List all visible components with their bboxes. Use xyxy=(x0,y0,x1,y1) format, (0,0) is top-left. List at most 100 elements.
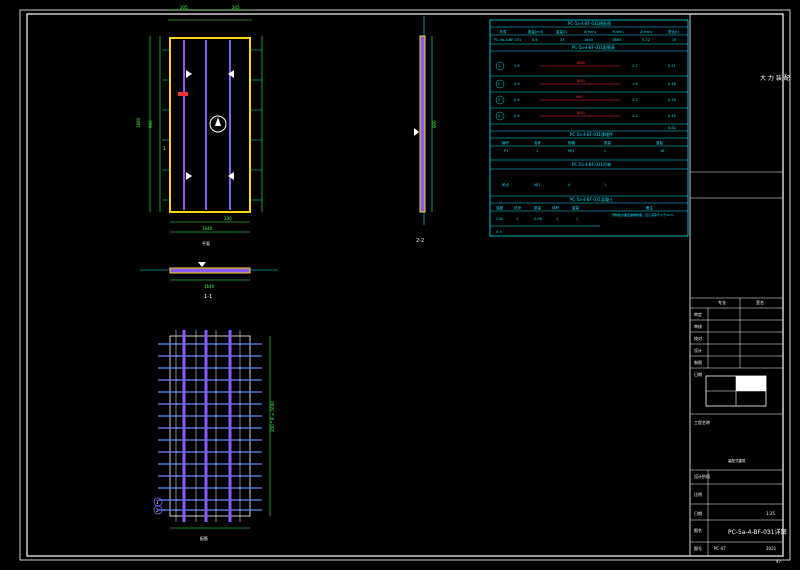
titleblock-sign-rows: 审定 审核 校对 设计 制图 日期 xyxy=(690,298,783,377)
svg-text:4 8: 4 8 xyxy=(514,64,520,68)
svg-text:1640: 1640 xyxy=(576,79,585,83)
plan-dim-side-a: 1680 xyxy=(136,117,141,128)
orientation-arrow-icon xyxy=(209,115,227,133)
sheet-number: 47 xyxy=(776,559,782,564)
svg-text:1: 1 xyxy=(516,217,518,221)
lift-point-icon xyxy=(186,70,192,78)
svg-text:960: 960 xyxy=(576,95,583,99)
svg-text:P1: P1 xyxy=(504,149,508,153)
svg-text:抗渗: 抗渗 xyxy=(514,205,522,210)
rebar-bubble-2: 2 xyxy=(156,508,159,513)
orientation-arrow-head-icon xyxy=(215,117,221,126)
svg-text:体积: 体积 xyxy=(552,205,560,210)
svg-text:0.46: 0.46 xyxy=(668,82,676,86)
section-2-2: 660 2-2 xyxy=(414,16,437,244)
svg-text:0.51: 0.51 xyxy=(668,64,676,68)
svg-text:备注: 备注 xyxy=(646,205,654,210)
svg-text:构件: 构件 xyxy=(500,29,508,34)
svg-text:吊点: 吊点 xyxy=(502,182,510,187)
table5-title: PC-5a-4-BF-031混凝土 xyxy=(570,196,613,202)
rebar-bubble-1: 1 xyxy=(156,500,159,505)
svg-text:2: 2 xyxy=(604,149,606,153)
svg-text:16: 16 xyxy=(660,149,664,153)
lift-point-icon xyxy=(186,172,192,180)
table3-rows: 编号 名称 规格 数量 重量 P1 1 MJ1 2 16 xyxy=(490,140,688,153)
logo-block xyxy=(736,376,766,391)
svg-text:重量: 重量 xyxy=(656,140,664,145)
svg-text:PC-5a-4-BF-031: PC-5a-4-BF-031 xyxy=(494,38,521,42)
rebar-bubble-icon xyxy=(153,505,163,515)
svg-text:制图: 制图 xyxy=(694,359,702,365)
svg-text:校对: 校对 xyxy=(694,335,702,341)
table5-notes: 预制板表面应做粗糙面，凹凸深度不小于4mm xyxy=(612,212,674,217)
section-1-1-label: 1-1 xyxy=(204,294,212,300)
svg-text:1:25: 1:25 xyxy=(766,511,775,516)
svg-text:1680: 1680 xyxy=(576,61,585,65)
svg-text:1: 1 xyxy=(536,149,538,153)
svg-text:Z(mm): Z(mm) xyxy=(640,30,653,34)
data-tables: PC-5a-4-BF-031模板图 构件 数量(m3) 重量(t) X(mm) … xyxy=(489,19,689,237)
rebar-dim: 200 * 8 = 1600 xyxy=(270,401,275,432)
svg-text:数量(m3): 数量(m3) xyxy=(528,29,544,34)
svg-text:2021: 2021 xyxy=(766,546,777,551)
svg-text:MJ1: MJ1 xyxy=(568,149,574,153)
svg-text:图名: 图名 xyxy=(694,527,702,533)
table2-title: PC-5a-4-BF-031配筋表 xyxy=(572,44,615,50)
plan-ticks xyxy=(162,49,262,201)
svg-text:1: 1 xyxy=(498,64,500,68)
svg-text:规格: 规格 xyxy=(568,140,576,145)
company-name: 大 力 装 配 xyxy=(760,74,790,82)
table3-title: PC-5a-4-BF-031预埋件 xyxy=(570,131,613,137)
svg-text:2: 2 xyxy=(498,82,500,86)
svg-text:Y(mm): Y(mm) xyxy=(612,30,624,34)
plan-dim-bottom-b: 200 xyxy=(224,216,232,221)
svg-text:X(mm): X(mm) xyxy=(584,30,597,34)
svg-text:1: 1 xyxy=(604,183,606,187)
section-2-2-label: 2-2 xyxy=(416,238,424,244)
svg-text:审核: 审核 xyxy=(694,323,702,329)
svg-text:0.6: 0.6 xyxy=(532,38,538,42)
inner-frame xyxy=(26,13,784,557)
svg-text:2.2: 2.2 xyxy=(632,114,638,118)
svg-text:4: 4 xyxy=(568,183,571,187)
svg-text:23: 23 xyxy=(560,38,564,42)
titleblock-header-a: 专业 xyxy=(718,299,726,305)
plan-dim-top-a: 205 xyxy=(180,5,188,10)
rebar-fine-vertical xyxy=(175,330,241,522)
svg-text:1640: 1640 xyxy=(584,38,593,42)
section-2-2-dim: 660 xyxy=(432,120,437,128)
plan-lift-points xyxy=(186,70,234,180)
svg-text:2.5: 2.5 xyxy=(632,98,638,102)
tables-border xyxy=(489,19,689,237)
drawing-name: PC-5a-4-BF-031详图 xyxy=(728,528,787,536)
table1-data-row: PC-5a-4-BF-031 0.6 23 1640 1680 0.22 15 xyxy=(494,38,676,42)
lift-point-icon xyxy=(228,70,234,78)
plan-red-mark xyxy=(178,92,188,96)
svg-text:日期: 日期 xyxy=(694,371,702,377)
svg-text:PC-47: PC-47 xyxy=(714,546,726,551)
section-1-1-dim: 1640 xyxy=(204,284,215,289)
svg-text:C30: C30 xyxy=(496,217,503,221)
svg-text:0.4: 0.4 xyxy=(496,230,502,234)
rebar-horizontal-bars xyxy=(158,343,262,511)
svg-text:设计阶段: 设计阶段 xyxy=(694,473,710,479)
svg-text:15: 15 xyxy=(672,38,676,42)
table4-row: 吊点 MJ1 4 1 xyxy=(502,182,606,187)
svg-text:设计: 设计 xyxy=(694,347,702,353)
section-mark-1: 1 xyxy=(163,146,166,151)
svg-text:图号: 图号 xyxy=(694,545,702,551)
project-name: 装配式建筑 xyxy=(728,458,746,463)
outer-frame xyxy=(19,9,791,561)
svg-text:0.22: 0.22 xyxy=(642,38,650,42)
plan-view-label: 平面 xyxy=(202,241,210,246)
svg-text:1: 1 xyxy=(556,217,558,221)
svg-text:4 8: 4 8 xyxy=(514,82,520,86)
plan-dim-top-b: 205 xyxy=(232,5,240,10)
project-label: 工程名称 xyxy=(694,419,710,425)
table4-title: PC-5a-4-BF-031吊装 xyxy=(572,161,611,167)
svg-text:8 8: 8 8 xyxy=(514,114,520,118)
titleblock-header-b: 签名 xyxy=(756,299,764,305)
svg-text:比例: 比例 xyxy=(694,491,702,497)
titleblock-info-rows: 设计阶段 比例 日期 1:25 图名 PC-5a-4-BF-031详图 图号 P… xyxy=(690,470,787,556)
